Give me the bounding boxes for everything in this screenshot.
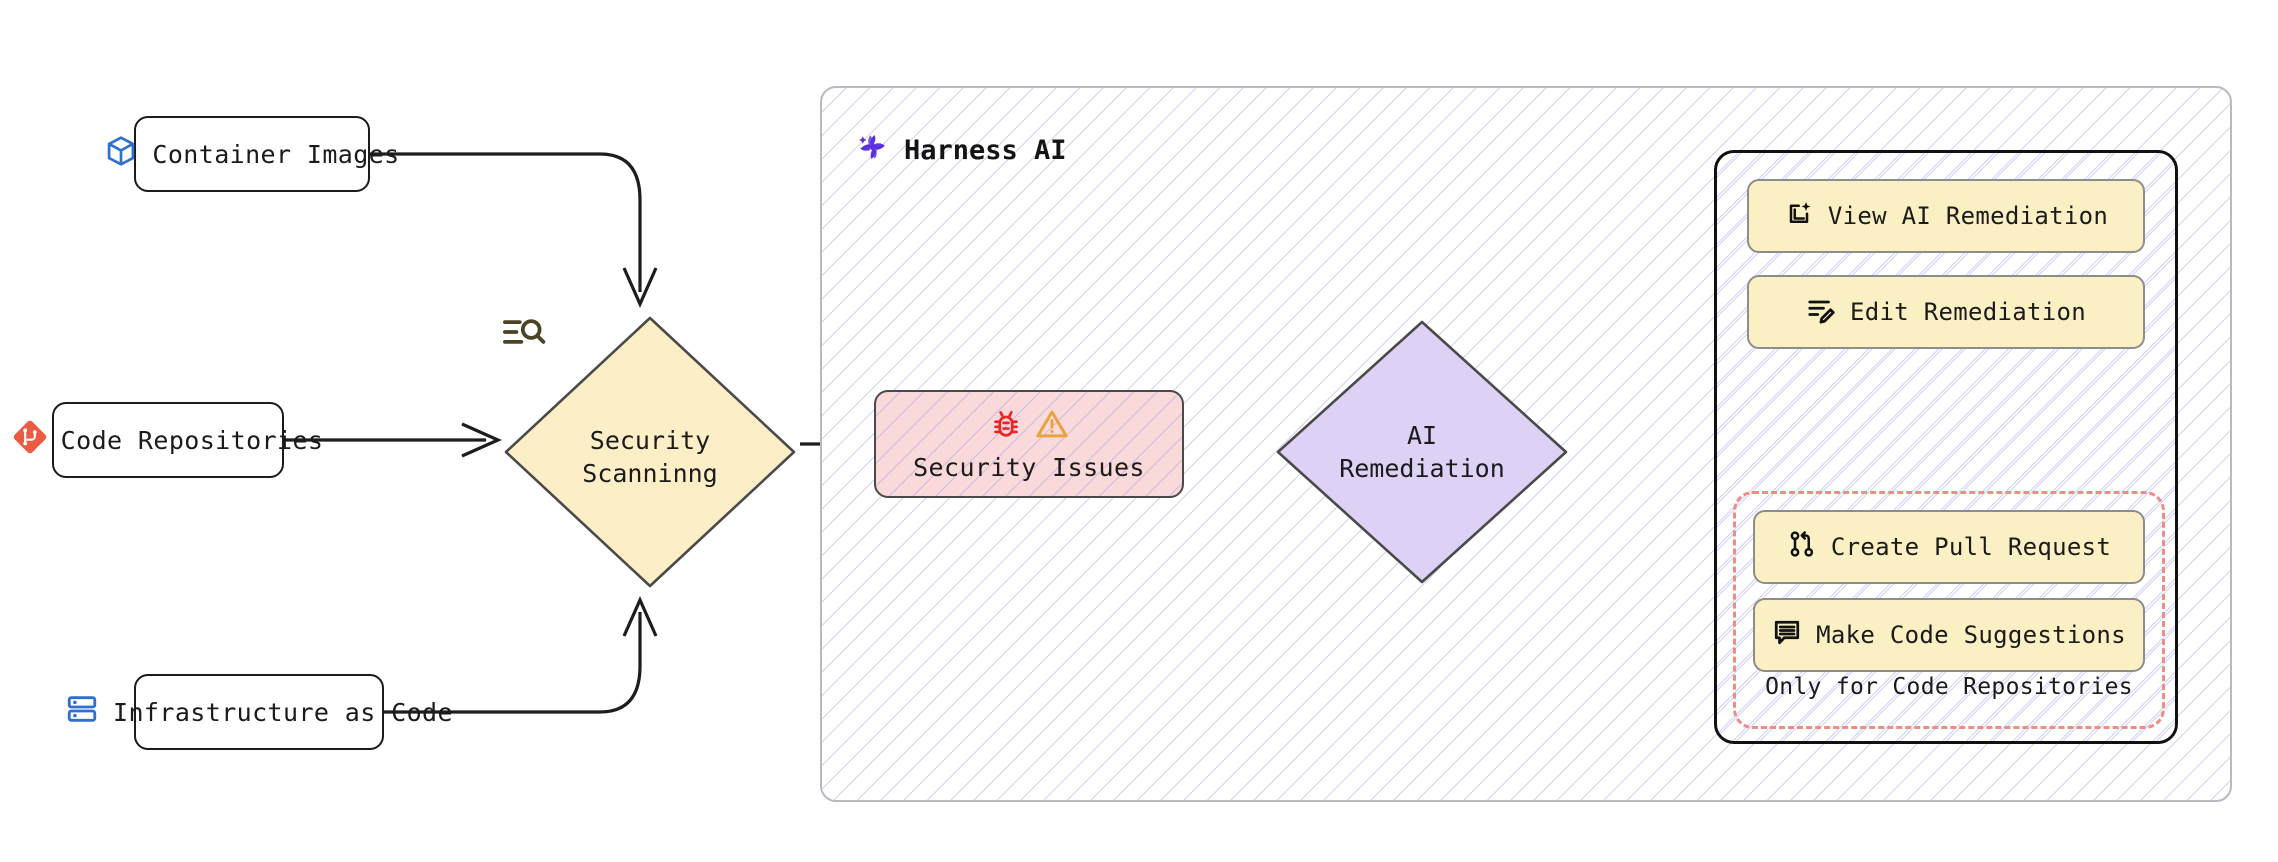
node-label: Code Repositories [60,425,324,455]
node-label: Security Issues [913,452,1145,482]
diamond-shape [504,316,796,588]
warning-triangle-icon [1035,407,1069,447]
ai-sparkle-document-icon [1784,198,1814,234]
code-repo-only-group: Create Pull Request Mak [1733,491,2165,729]
harness-pinwheel-logo [856,130,890,171]
remediation-actions-group: View AI Remediation Edit Remediation [1714,150,2178,744]
restriction-note: Only for Code Repositories [1765,674,2133,700]
bug-icon [989,407,1023,447]
node-security-scanning[interactable]: Security Scanninng [500,312,800,592]
action-label: Edit Remediation [1850,298,2086,326]
git-pull-request-icon [1787,529,1817,565]
server-stack-icon [65,692,99,732]
edit-list-pencil-icon [1806,294,1836,330]
git-diamond-icon [13,420,47,460]
harness-ai-label: Harness AI [904,135,1067,166]
action-create-pull-request[interactable]: Create Pull Request [1753,510,2145,584]
node-code-repositories[interactable]: Code Repositories [13,402,323,478]
diamond-shape [1276,320,1568,584]
action-view-ai-remediation[interactable]: View AI Remediation [1747,179,2145,253]
node-ai-remediation[interactable]: AI Remediation [1272,316,1572,588]
action-label: View AI Remediation [1827,202,2109,230]
node-infrastructure-as-code[interactable]: Infrastructure as Code [67,674,453,750]
node-container-images[interactable]: Container Images [108,116,399,192]
action-label: Make Code Suggestions [1816,621,2126,649]
action-label: Create Pull Request [1830,533,2112,561]
node-label: Container Images [152,139,400,169]
harness-ai-title: Harness AI [856,130,1067,171]
action-edit-remediation[interactable]: Edit Remediation [1747,275,2145,349]
node-security-issues[interactable]: Security Issues [874,390,1184,498]
comment-lines-icon [1772,617,1802,653]
cube-icon [104,134,138,174]
action-make-code-suggestions[interactable]: Make Code Suggestions [1753,598,2145,672]
node-label: Infrastructure as Code [113,697,453,727]
